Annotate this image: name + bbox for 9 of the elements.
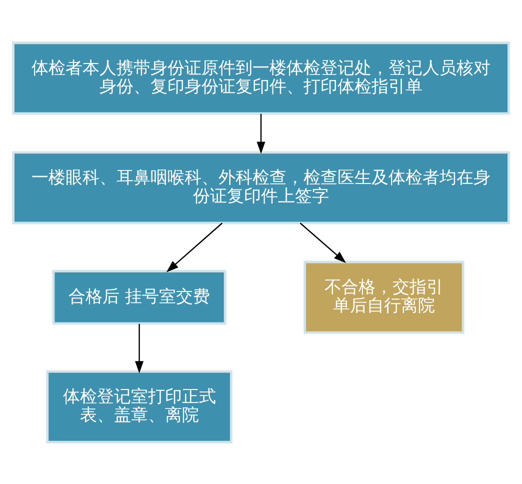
node-box: 一楼眼科、耳鼻咽喉科、外科检查，检查医生及体检者均在身份证复印件上签字 bbox=[12, 150, 510, 224]
node-box: 合格后 挂号室交费 bbox=[52, 269, 226, 324]
node-box: 不合格，交指引单后自行离院 bbox=[304, 260, 464, 334]
arrow bbox=[166, 222, 223, 272]
arrow bbox=[135, 323, 144, 373]
arrow bbox=[256, 113, 266, 154]
node-box: 体检登记室打印正式表、盖章、离院 bbox=[46, 370, 232, 443]
arrow bbox=[300, 222, 346, 263]
node-box: 体检者本人携带身份证原件到一楼体检登记处，登记人员核对身份、复印身份证复印件、打印体检指引单 bbox=[12, 41, 510, 114]
